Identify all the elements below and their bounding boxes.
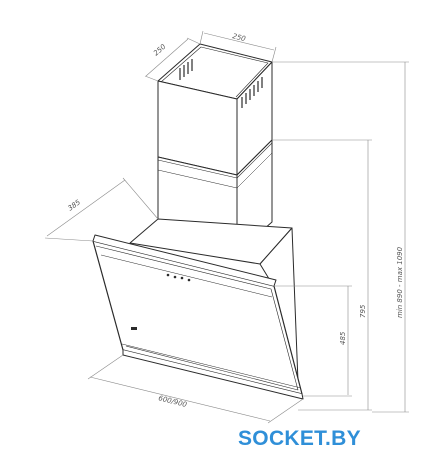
glass-lower-strip	[121, 343, 302, 389]
label-width: 600/900	[158, 394, 189, 409]
dim-line-width	[89, 376, 271, 422]
vent-slots-left	[179, 59, 193, 80]
dim-line-hood-depth	[46, 179, 126, 237]
label-height-485: 485	[339, 331, 347, 345]
chimney-top-inner	[160, 46, 269, 98]
control-buttons	[166, 273, 191, 282]
glass-logo-icon	[131, 327, 137, 330]
label-height-range: min 890 - max 1090	[396, 246, 404, 318]
glass-bottom-edge	[122, 350, 304, 400]
chimney-joint-line-2	[157, 152, 273, 189]
glass-panel-inner	[95, 245, 299, 391]
label-chimney-width: 250	[232, 32, 247, 43]
label-chimney-depth: 250	[152, 42, 168, 57]
glass-upper-strip	[100, 254, 273, 298]
brand-logo: SOCKET.BY	[238, 427, 361, 450]
dim-line-chimney-width	[203, 32, 275, 51]
glass-top-edge	[92, 234, 277, 287]
chimney-joint-line	[157, 142, 273, 179]
label-height-795: 795	[359, 304, 367, 318]
vent-slots-right	[241, 77, 263, 108]
dim-line-chimney-depth	[145, 38, 189, 77]
label-hood-depth: 385	[66, 198, 82, 213]
